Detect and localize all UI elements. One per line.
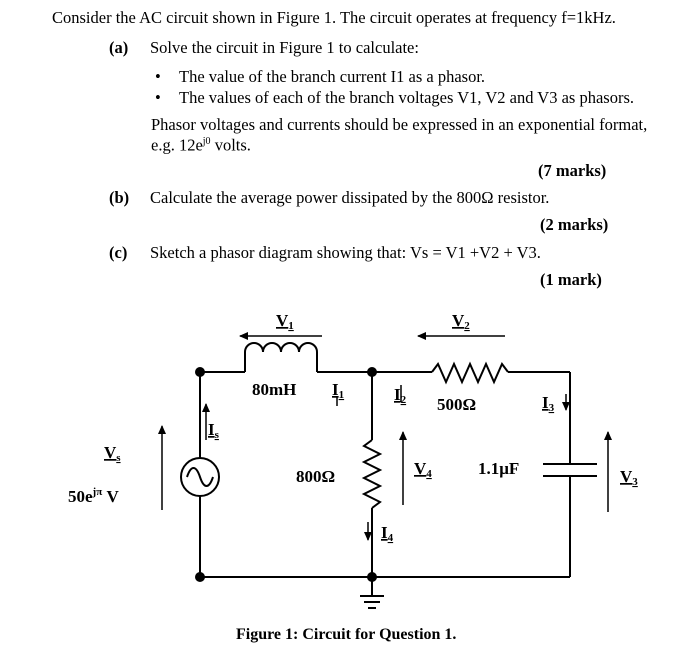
- part-a-marks: (7 marks): [538, 161, 607, 180]
- v1-label: V1: [276, 311, 294, 332]
- ac-source-icon: [180, 457, 220, 497]
- bullet-icon: •: [155, 88, 161, 107]
- part-a-bullet-1: The value of the branch current I1 as a …: [179, 67, 486, 86]
- part-a-note-1: Phasor voltages and currents should be e…: [151, 115, 648, 134]
- is-label: Is: [208, 420, 220, 441]
- junction-dot: [195, 572, 205, 582]
- part-b-label: (b): [109, 188, 130, 207]
- capacitor-label: 1.1μF: [478, 459, 519, 478]
- part-c-label: (c): [109, 243, 128, 262]
- i4-label: I4: [381, 523, 394, 544]
- inductor-coil: [244, 342, 318, 372]
- source-value-label: 50ejπ V: [68, 486, 120, 506]
- v4-label: V4: [414, 459, 432, 480]
- sine-wave-icon: [186, 467, 214, 487]
- part-b-text: Calculate the average power dissipated b…: [150, 188, 550, 207]
- intro-text: Consider the AC circuit shown in Figure …: [52, 8, 616, 27]
- resistor-800-label: 800Ω: [296, 467, 335, 486]
- part-c-text: Sketch a phasor diagram showing that: Vs…: [150, 243, 541, 262]
- resistor-500: [431, 361, 509, 385]
- bullet-icon: •: [155, 67, 161, 86]
- figure-caption: Figure 1: Circuit for Question 1.: [236, 626, 456, 643]
- junction-dot: [367, 367, 377, 377]
- part-a-bullet-2: The values of each of the branch voltage…: [179, 88, 635, 107]
- junction-dot: [195, 367, 205, 377]
- v3-label: V3: [620, 467, 638, 488]
- vs-label: Vs: [104, 443, 121, 464]
- part-b-marks: (2 marks): [540, 215, 609, 234]
- v2-label: V2: [452, 311, 470, 332]
- resistor-800: [361, 439, 383, 509]
- resistor-500-label: 500Ω: [437, 395, 476, 414]
- i2-label: I2: [394, 385, 407, 406]
- part-c-marks: (1 mark): [540, 270, 602, 289]
- part-a-label: (a): [109, 38, 129, 57]
- i1-label: I1: [332, 380, 344, 401]
- part-a-text: Solve the circuit in Figure 1 to calcula…: [150, 38, 419, 57]
- part-a-note-2: e.g. 12ej0 volts.: [151, 135, 251, 155]
- inductor-label: 80mH: [252, 380, 296, 399]
- i3-label: I3: [542, 393, 555, 414]
- junction-dot: [367, 572, 377, 582]
